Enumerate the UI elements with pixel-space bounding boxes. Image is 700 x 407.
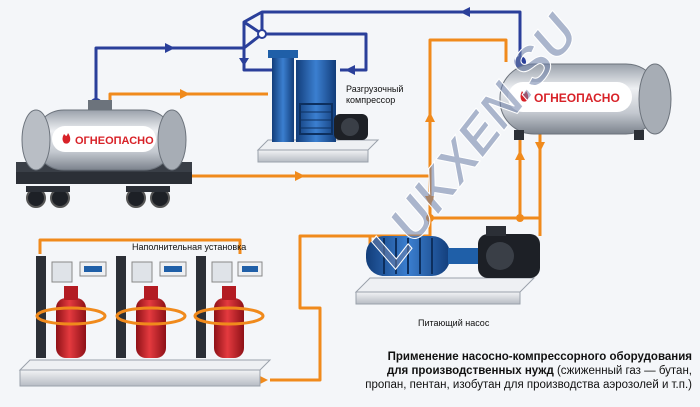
filling-unit-label: Наполнительная установка <box>132 242 246 252</box>
filling-station <box>35 256 107 358</box>
arrow-icon <box>425 112 435 122</box>
arrow-icon <box>165 43 175 53</box>
caption-bold-line2: для производственных нужд <box>386 365 554 377</box>
gas-pipeline <box>94 10 522 104</box>
arrow-icon <box>535 142 545 152</box>
storage-tank: ОГНЕОПАСНО <box>499 63 672 140</box>
feed-pump-label: Питающий насос <box>418 318 490 328</box>
flame-icon <box>62 133 71 144</box>
arrow-icon <box>515 150 525 160</box>
warning-sign <box>508 82 632 112</box>
gas-flow-arrows <box>165 7 470 75</box>
arrow-icon <box>425 196 435 206</box>
filling-unit <box>18 256 272 387</box>
filling-station <box>115 256 187 358</box>
pipe-junction <box>516 214 524 222</box>
arrow-icon <box>345 65 355 75</box>
warning-label-right: ОГНЕОПАСНО <box>534 91 620 105</box>
unloading-compressor-label-1: Разгрузочный <box>346 84 403 94</box>
unloading-compressor-label-2: компрессор <box>346 95 395 105</box>
caption-line2-rest: (сжиженный газ — бутан, <box>553 365 692 377</box>
arrow-icon <box>239 58 249 66</box>
warning-sign <box>52 126 156 152</box>
arrow-icon <box>460 7 470 17</box>
diagram-caption: Применение насосно-компрессорного оборуд… <box>340 350 692 392</box>
caption-line3: пропан, пентан, изобутан для производств… <box>365 379 692 391</box>
filling-station <box>193 256 265 358</box>
caption-bold-line1: Применение насосно-компрессорного оборуд… <box>387 351 692 363</box>
pipe-junction <box>426 214 434 222</box>
flame-icon <box>520 91 529 102</box>
valve-icon <box>257 29 267 39</box>
warning-label-left: ОГНЕОПАСНО <box>75 135 154 147</box>
rail-tank-car: ОГНЕОПАСНО <box>16 100 192 208</box>
feed-pump <box>354 226 540 305</box>
arrow-icon <box>295 171 305 181</box>
tank-gas-port <box>514 56 526 68</box>
unloading-compressor <box>256 50 380 163</box>
watermark: LUKXEN.SU <box>359 4 591 278</box>
arrow-icon <box>180 89 190 99</box>
